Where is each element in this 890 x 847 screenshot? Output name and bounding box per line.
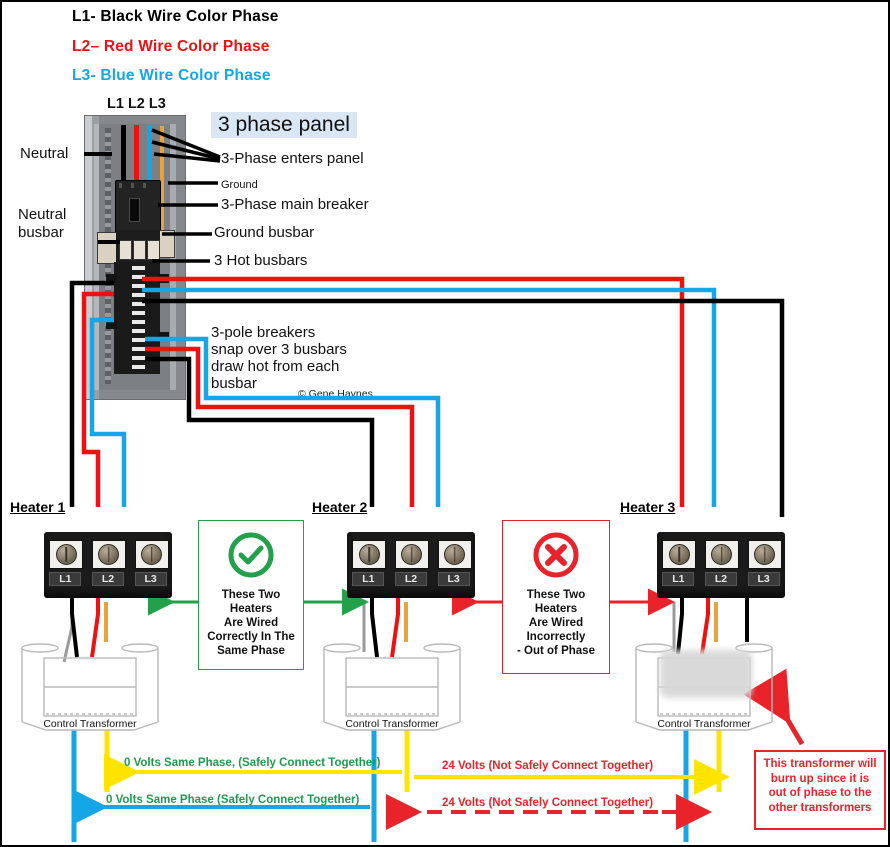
breaker-note-line2: snap over 3 busbars xyxy=(211,341,347,358)
control-transformer-1 xyxy=(14,630,166,738)
callout-bad-line4: - Out of Phase xyxy=(517,645,595,658)
label-main-breaker: 3-Phase main breaker xyxy=(221,196,369,213)
callout-ok-line1: These Two Heaters xyxy=(221,589,281,616)
copyright-notice: © Gene Haynes xyxy=(298,388,373,400)
label-neutral-busbar-line2: busbar xyxy=(18,224,64,241)
terminal-screw-icon xyxy=(141,544,163,565)
label-hot-busbars: 3 Hot busbars xyxy=(214,252,308,269)
terminal-screw-icon xyxy=(668,544,690,565)
transformer-burn-warning: This transformer will burn up since it i… xyxy=(754,750,886,830)
warning-line3: out of phase to the xyxy=(768,787,872,800)
terminal-l3[interactable]: L3 xyxy=(437,540,472,586)
terminal-l2[interactable]: L2 xyxy=(394,540,429,586)
terminal-label: L3 xyxy=(747,572,780,586)
terminal-l3[interactable]: L3 xyxy=(134,540,169,586)
breaker-handle-left-2[interactable] xyxy=(106,320,117,329)
label-3phase-enters: 3-Phase enters panel xyxy=(221,150,364,167)
breaker-note-line1: 3-pole breakers xyxy=(211,324,316,341)
breaker-note-line4: busbar xyxy=(211,375,257,392)
label-ground-busbar: Ground busbar xyxy=(214,224,315,241)
feeder-wire-l3 xyxy=(147,125,152,182)
terminal-l2[interactable]: L2 xyxy=(91,540,126,586)
terminal-l1[interactable]: L1 xyxy=(352,540,387,586)
measurement-blue-left: 0 Volts Same Phase (Safely Connect Toget… xyxy=(106,794,360,806)
warning-line4: other transformers xyxy=(768,802,872,815)
breaker-note-line3: draw hot from each xyxy=(211,358,340,375)
callout-ok-line2: Are Wired xyxy=(223,617,279,630)
measurement-red-right: 24 Volts (Not Safely Connect Together) xyxy=(442,797,654,809)
label-ground: Ground xyxy=(221,179,258,191)
heater-1-terminal-block[interactable]: L1 L2 L3 xyxy=(44,532,172,598)
terminal-l3[interactable]: L3 xyxy=(747,540,782,586)
heater-1-label: Heater 1 xyxy=(10,499,66,515)
panel-side-rail-left xyxy=(94,124,99,390)
transformer-1-label: Control Transformer xyxy=(43,718,137,730)
terminal-screw-icon xyxy=(754,544,776,565)
terminal-label: L3 xyxy=(134,572,167,586)
warning-line1: This transformer will xyxy=(763,758,877,770)
terminal-l2[interactable]: L2 xyxy=(704,540,739,586)
callout-correct-phase: These Two Heaters Are Wired Correctly In… xyxy=(198,520,304,670)
legend-item-l2: L2– Red Wire Color Phase xyxy=(72,38,270,55)
callout-bad-line3: Incorrectly xyxy=(526,631,586,644)
transformer-3-label: Control Transformer xyxy=(657,718,751,730)
hot-busbar-lug-1 xyxy=(119,240,132,260)
label-neutral: Neutral xyxy=(20,145,69,162)
label-neutral-busbar-line1: Neutral xyxy=(18,206,67,223)
terminal-label: L2 xyxy=(704,572,737,586)
breaker-handle-right-1[interactable] xyxy=(158,274,169,283)
feeder-wire-l1 xyxy=(121,125,126,182)
terminal-screw-icon xyxy=(55,544,77,565)
terminal-label: L2 xyxy=(394,572,427,586)
terminal-screw-icon xyxy=(711,544,733,565)
control-transformer-2 xyxy=(316,630,468,738)
breaker-slot-strip xyxy=(132,266,145,370)
terminal-l1[interactable]: L1 xyxy=(49,540,84,586)
ground-wire xyxy=(160,126,164,244)
callout-bad-line2: Are Wired xyxy=(528,617,584,630)
terminal-l1[interactable]: L1 xyxy=(662,540,697,586)
hot-busbar-lug-3 xyxy=(147,240,160,260)
callout-incorrect-phase: These Two Heaters Are Wired Incorrectly … xyxy=(502,520,610,674)
panel-title: 3 phase panel xyxy=(211,112,357,138)
callout-ok-line4: Same Phase xyxy=(217,645,285,658)
terminal-screw-icon xyxy=(401,544,423,565)
hot-busbar-lug-2 xyxy=(133,240,146,260)
terminal-screw-icon xyxy=(444,544,466,565)
terminal-label: L1 xyxy=(662,572,695,586)
transformer-2-label: Control Transformer xyxy=(345,718,439,730)
heater-3-terminal-block[interactable]: L1 L2 L3 xyxy=(657,532,785,598)
terminal-label: L3 xyxy=(437,572,470,586)
terminal-label: L1 xyxy=(49,572,82,586)
warning-line2: burn up since it is xyxy=(770,772,870,785)
breaker-handle-right-2[interactable] xyxy=(158,332,169,341)
heater-3-label: Heater 3 xyxy=(620,499,676,515)
terminal-screw-icon xyxy=(98,544,120,565)
breaker-handle-left-1[interactable] xyxy=(106,274,117,283)
check-circle-icon xyxy=(199,531,303,584)
heater-2-terminal-block[interactable]: L1 L2 L3 xyxy=(347,532,475,598)
callout-ok-line3: Correctly In The xyxy=(207,631,295,644)
heater-2-label: Heater 2 xyxy=(312,499,368,515)
measurement-yellow-right: 24 Volts (Not Safely Connect Together) xyxy=(442,760,654,772)
main-breaker-terminal-row xyxy=(119,183,155,188)
terminal-screw-icon xyxy=(358,544,380,565)
feeder-wire-l2 xyxy=(134,125,139,182)
terminal-label: L1 xyxy=(352,572,385,586)
legend-item-l1: L1- Black Wire Color Phase xyxy=(72,8,279,25)
x-circle-icon xyxy=(503,531,609,584)
main-breaker-toggle[interactable] xyxy=(129,198,140,222)
transformer-3-burn-highlight xyxy=(660,650,752,698)
measurement-yellow-left: 0 Volts Same Phase, (Safely Connect Toge… xyxy=(124,757,381,769)
callout-bad-line1: These Two Heaters xyxy=(526,589,586,616)
phase-header-label: L1 L2 L3 xyxy=(107,96,166,112)
legend-item-l3: L3- Blue Wire Color Phase xyxy=(72,67,271,84)
terminal-label: L2 xyxy=(91,572,124,586)
